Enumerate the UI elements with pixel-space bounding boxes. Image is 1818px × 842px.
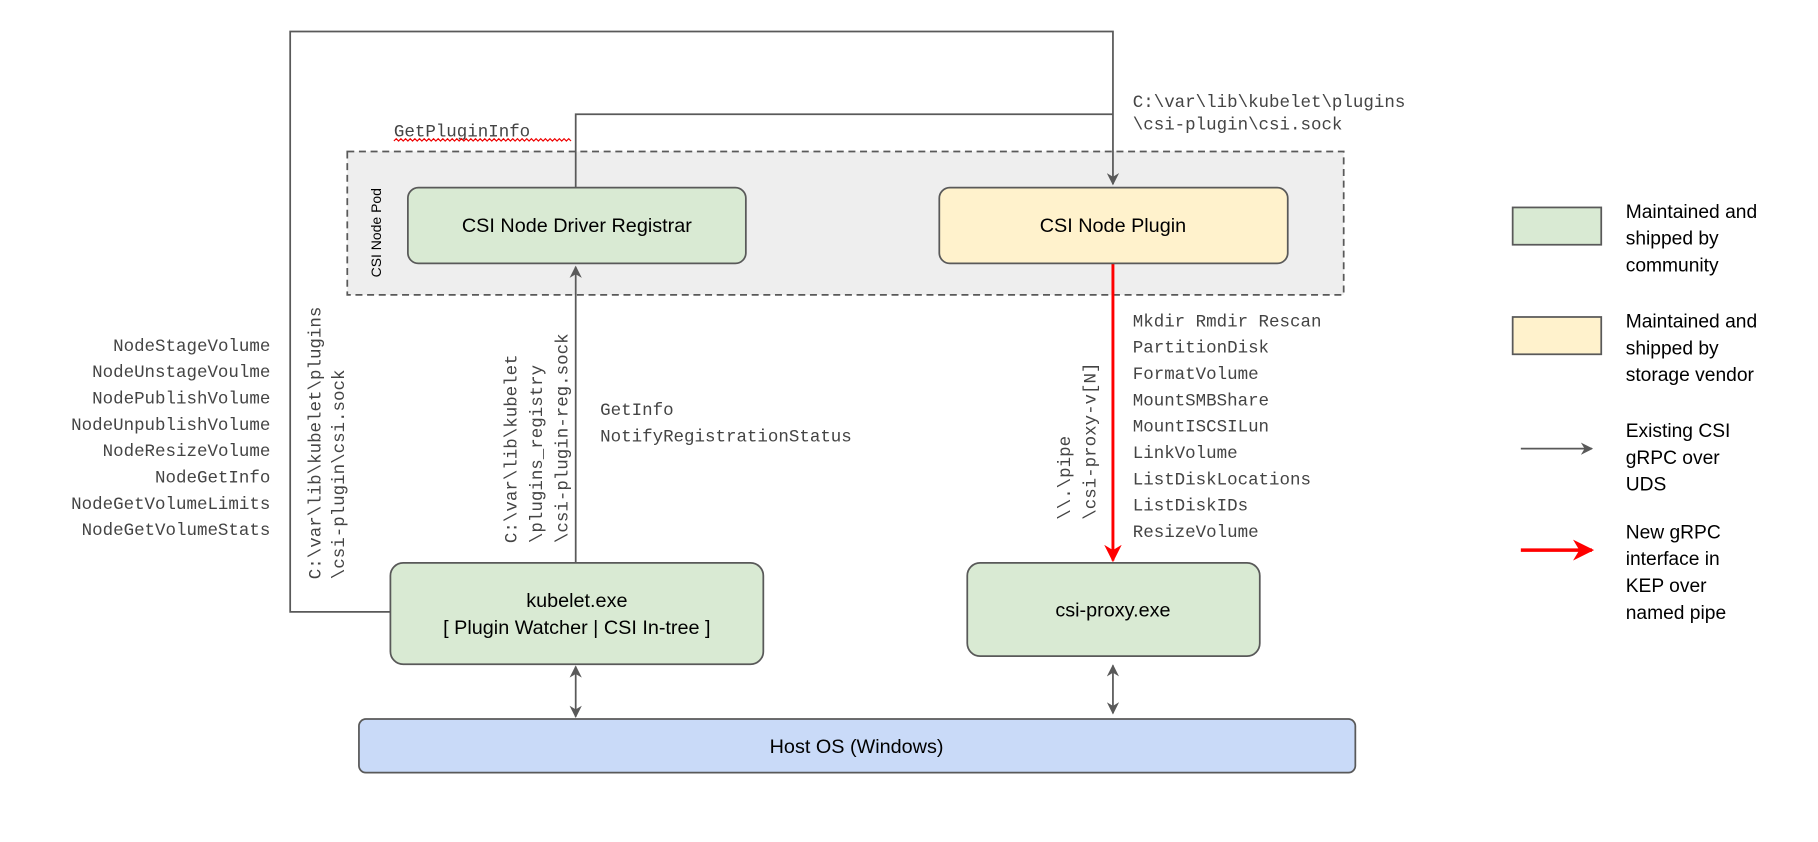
legend-text: storage vendor xyxy=(1626,365,1755,386)
left-socket-label: C:\var\lib\kubelet\plugins \csi-plugin\c… xyxy=(306,307,349,580)
get-info-label: GetInfo xyxy=(600,401,673,421)
legend-text: community xyxy=(1626,256,1719,277)
registrar-label: CSI Node Driver Registrar xyxy=(462,215,692,237)
legend-text: KEP over xyxy=(1626,576,1707,597)
proxy-call-item: PartitionDisk xyxy=(1133,339,1269,359)
node-call-item: NodeUnstageVoulme xyxy=(92,363,270,383)
legend-item: Maintained and shipped by community xyxy=(1511,202,1757,277)
node-call-item: NodeGetInfo xyxy=(155,468,270,488)
node-call-item: NodeGetVolumeStats xyxy=(82,521,271,541)
legend-text: shipped by xyxy=(1626,338,1719,359)
plugin-socket-line-2: \csi-plugin\csi.sock xyxy=(1133,115,1343,135)
proxy-call-item: Mkdir Rmdir Rescan xyxy=(1133,312,1322,332)
kubelet-to-plugin-connector xyxy=(289,30,1120,613)
notify-registration-label: NotifyRegistrationStatus xyxy=(600,428,852,448)
legend-text: Maintained and xyxy=(1626,202,1757,223)
get-plugin-info-label: GetPluginInfo xyxy=(394,122,530,142)
node-calls-list: NodeStageVolumeNodeUnstageVoulmeNodePubl… xyxy=(71,337,270,541)
legend-text: gRPC over xyxy=(1626,448,1721,469)
csi-proxy-box: csi-proxy.exe xyxy=(966,562,1261,657)
spellcheck-underline xyxy=(393,137,572,142)
proxy-call-item: ListDiskIDs xyxy=(1133,497,1248,517)
csi-proxy-label: csi-proxy.exe xyxy=(1055,599,1170,621)
legend-text: New gRPC xyxy=(1626,522,1721,543)
proxy-call-item: MountISCSILun xyxy=(1133,418,1269,438)
registry-socket-label: C:\var\lib\kubelet \plugins_registry \cs… xyxy=(502,333,573,543)
plugin-label: CSI Node Plugin xyxy=(1040,215,1186,237)
legend-item: New gRPC interface in KEP over named pipe xyxy=(1520,522,1726,624)
pipe-line-2: \csi-proxy-v[N] xyxy=(1081,363,1101,520)
left-socket-line-2: \csi-plugin\csi.sock xyxy=(330,370,350,580)
legend-text: Existing CSI xyxy=(1626,421,1731,442)
host-os-box: Host OS (Windows) xyxy=(358,718,1357,774)
node-call-item: NodeStageVolume xyxy=(113,337,270,357)
host-os-label: Host OS (Windows) xyxy=(770,736,944,758)
pipe-line-1: \\.\pipe xyxy=(1056,436,1076,520)
registry-socket-line-3: \csi-plugin-reg.sock xyxy=(554,333,574,543)
proxy-call-item: LinkVolume xyxy=(1133,444,1238,464)
legend-swatch xyxy=(1511,316,1603,356)
kubelet-box: kubelet.exe [ Plugin Watcher | CSI In-tr… xyxy=(389,562,765,666)
proxy-call-item: ListDiskLocations xyxy=(1133,470,1311,490)
node-call-item: NodeResizeVolume xyxy=(103,442,271,462)
node-call-item: NodeUnpublishVolume xyxy=(71,416,270,436)
legend-text: UDS xyxy=(1626,475,1667,496)
legend-text: named pipe xyxy=(1626,603,1726,624)
plugin-socket-line-1: C:\var\lib\kubelet\plugins xyxy=(1133,93,1406,113)
left-socket-line-1: C:\var\lib\kubelet\plugins xyxy=(306,307,326,580)
kubelet-sublabel: [ Plugin Watcher | CSI In-tree ] xyxy=(443,617,710,639)
pipe-label: \\.\pipe \csi-proxy-v[N] xyxy=(1056,363,1102,520)
node-call-item: NodeGetVolumeLimits xyxy=(71,495,270,515)
legend-text: interface in xyxy=(1626,549,1720,570)
registrar-to-plugin-connector xyxy=(574,113,1113,188)
registrar-box: CSI Node Driver Registrar xyxy=(407,186,747,265)
registry-socket-line-2: \plugins_registry xyxy=(528,365,548,543)
pod-label: CSI Node Pod xyxy=(368,188,384,277)
legend-swatch xyxy=(1511,206,1603,246)
legend-item: Maintained and shipped by storage vendor xyxy=(1511,311,1757,386)
legend-text: shipped by xyxy=(1626,229,1719,250)
kubelet-label: kubelet.exe xyxy=(526,590,627,612)
node-call-item: NodePublishVolume xyxy=(92,389,270,409)
registry-socket-line-1: C:\var\lib\kubelet xyxy=(502,354,522,543)
proxy-call-item: MountSMBShare xyxy=(1133,391,1269,411)
proxy-calls-list: Mkdir Rmdir RescanPartitionDiskFormatVol… xyxy=(1133,312,1322,543)
legend-text: Maintained and xyxy=(1626,311,1757,332)
proxy-call-item: FormatVolume xyxy=(1133,365,1259,385)
plugin-box: CSI Node Plugin xyxy=(938,186,1289,265)
proxy-call-item: ResizeVolume xyxy=(1133,523,1259,543)
